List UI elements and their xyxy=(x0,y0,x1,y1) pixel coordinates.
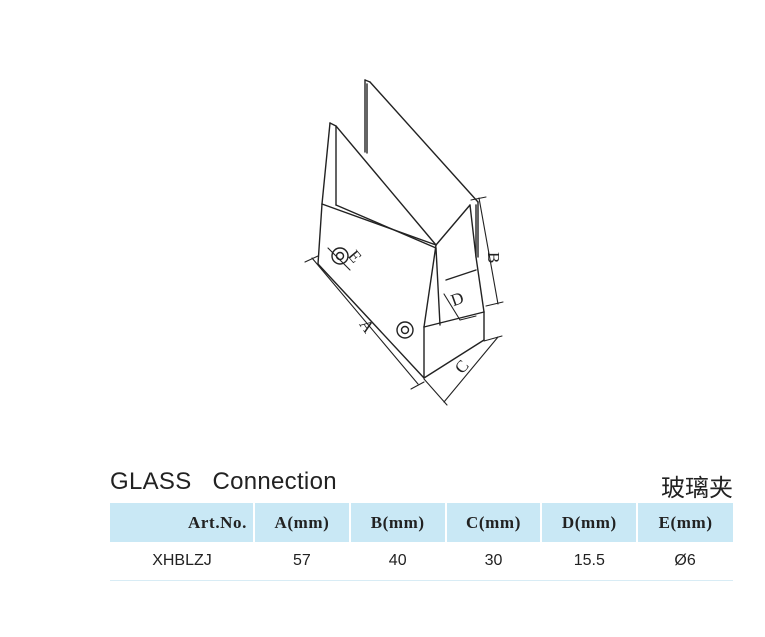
label-a: A xyxy=(356,316,379,338)
label-e: E xyxy=(344,246,365,266)
cell-d: 15.5 xyxy=(541,542,638,581)
header-d: D(mm) xyxy=(541,503,639,542)
header-art-no: Art.No. xyxy=(110,503,255,542)
cell-c: 30 xyxy=(445,542,542,581)
spec-header-row: Art.No. A(mm) B(mm) C(mm) D(mm) E(mm) xyxy=(110,503,733,542)
header-e: E(mm) xyxy=(637,503,733,542)
glass-clamp-drawing: A B C D E xyxy=(304,79,504,406)
title-chinese: 玻璃夹 xyxy=(661,474,733,502)
cell-art-no: XHBLZJ xyxy=(110,542,254,581)
cell-e: Ø6 xyxy=(637,542,733,581)
table-row: XHBLZJ 57 40 30 15.5 Ø6 xyxy=(110,542,733,581)
spec-table: Art.No. A(mm) B(mm) C(mm) D(mm) E(mm) XH… xyxy=(110,503,733,581)
title-english: GLASS Connection xyxy=(110,468,337,495)
clamp-body xyxy=(317,122,485,379)
header-b: B(mm) xyxy=(349,503,447,542)
glass-panel xyxy=(364,79,479,258)
cell-b: 40 xyxy=(349,542,446,581)
label-b: B xyxy=(484,252,503,263)
cell-a: 57 xyxy=(254,542,350,581)
header-c: C(mm) xyxy=(445,503,543,542)
header-a: A(mm) xyxy=(254,503,351,542)
label-d: D xyxy=(448,288,466,310)
dimension-lines xyxy=(304,196,504,406)
